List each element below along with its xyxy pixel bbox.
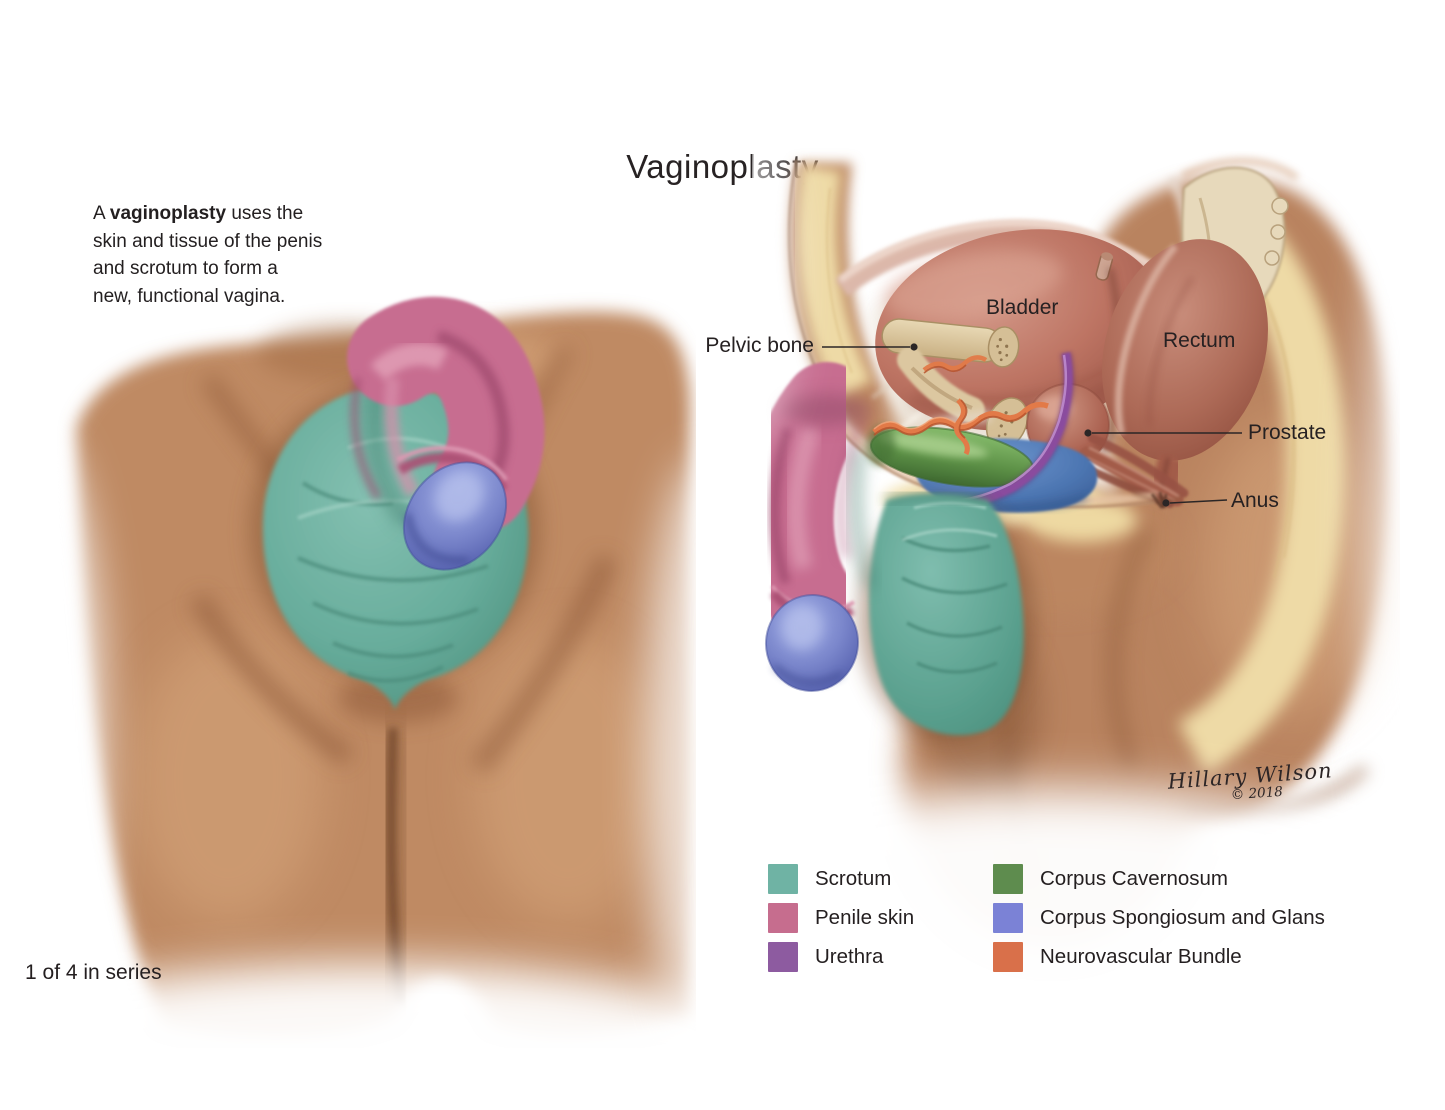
legend-item-corpus-cavernosum: Corpus Cavernosum (993, 864, 1325, 894)
corpus-cavernosum-region (866, 425, 1035, 488)
front-view-illustration (0, 258, 798, 1110)
intro-line: new, functional vagina. (93, 285, 286, 307)
side-view-svg (622, 118, 1445, 1088)
glans-region (402, 461, 508, 571)
legend-swatch-corpus-cavernosum (993, 864, 1023, 894)
legend-label: Corpus Spongiosum and Glans (1040, 906, 1325, 929)
legend-item-penile-skin: Penile skin (768, 903, 914, 933)
legend-swatch-corpus-spongiosum (993, 903, 1023, 933)
glans-side-region (764, 594, 860, 692)
legend-column-1: Scrotum Penile skin Urethra (768, 864, 914, 981)
legend-swatch-scrotum (768, 864, 798, 894)
label-anus: Anus (1231, 489, 1279, 512)
intro-line: A vaginoplasty uses the (93, 203, 304, 224)
rectum-organ (1102, 239, 1268, 504)
legend-swatch-urethra (768, 942, 798, 972)
series-note: 1 of 4 in series (25, 961, 162, 984)
legend-label: Corpus Cavernosum (1040, 867, 1228, 890)
label-bladder: Bladder (986, 296, 1059, 319)
legend-item-urethra: Urethra (768, 942, 914, 972)
legend-item-scrotum: Scrotum (768, 864, 914, 894)
foreskin-collar-highlight (396, 445, 509, 482)
label-prostate: Prostate (1248, 421, 1327, 444)
side-view-illustration (622, 118, 1445, 1088)
intro-line: and scrotum to form a (93, 258, 278, 279)
page-title: Vaginoplasty (626, 148, 819, 186)
legend-swatch-penile-skin (768, 903, 798, 933)
intro-bold-term: vaginoplasty (109, 203, 227, 224)
label-pelvic-bone: Pelvic bone (705, 334, 814, 357)
neurovascular-bundle (872, 355, 1049, 456)
legend-column-2: Corpus Cavernosum Corpus Spongiosum and … (993, 864, 1325, 981)
intro-text: A vaginoplasty uses the skin and tissue … (93, 200, 373, 310)
intro-line: skin and tissue of the penis (93, 230, 323, 252)
legend-swatch-neurovascular-bundle (993, 942, 1023, 972)
bladder-organ (875, 229, 1165, 431)
legend-label: Urethra (815, 945, 884, 968)
penile-skin-side-region (745, 362, 878, 692)
front-view-svg (0, 296, 798, 1110)
legend-label: Neurovascular Bundle (1040, 945, 1242, 968)
scrotum-side-region (859, 491, 1035, 738)
legend-label: Scrotum (815, 867, 892, 890)
legend-item-corpus-spongiosum: Corpus Spongiosum and Glans (993, 903, 1325, 933)
legend-label: Penile skin (815, 906, 915, 929)
legend-item-neurovascular-bundle: Neurovascular Bundle (993, 942, 1325, 972)
label-rectum: Rectum (1163, 329, 1236, 352)
